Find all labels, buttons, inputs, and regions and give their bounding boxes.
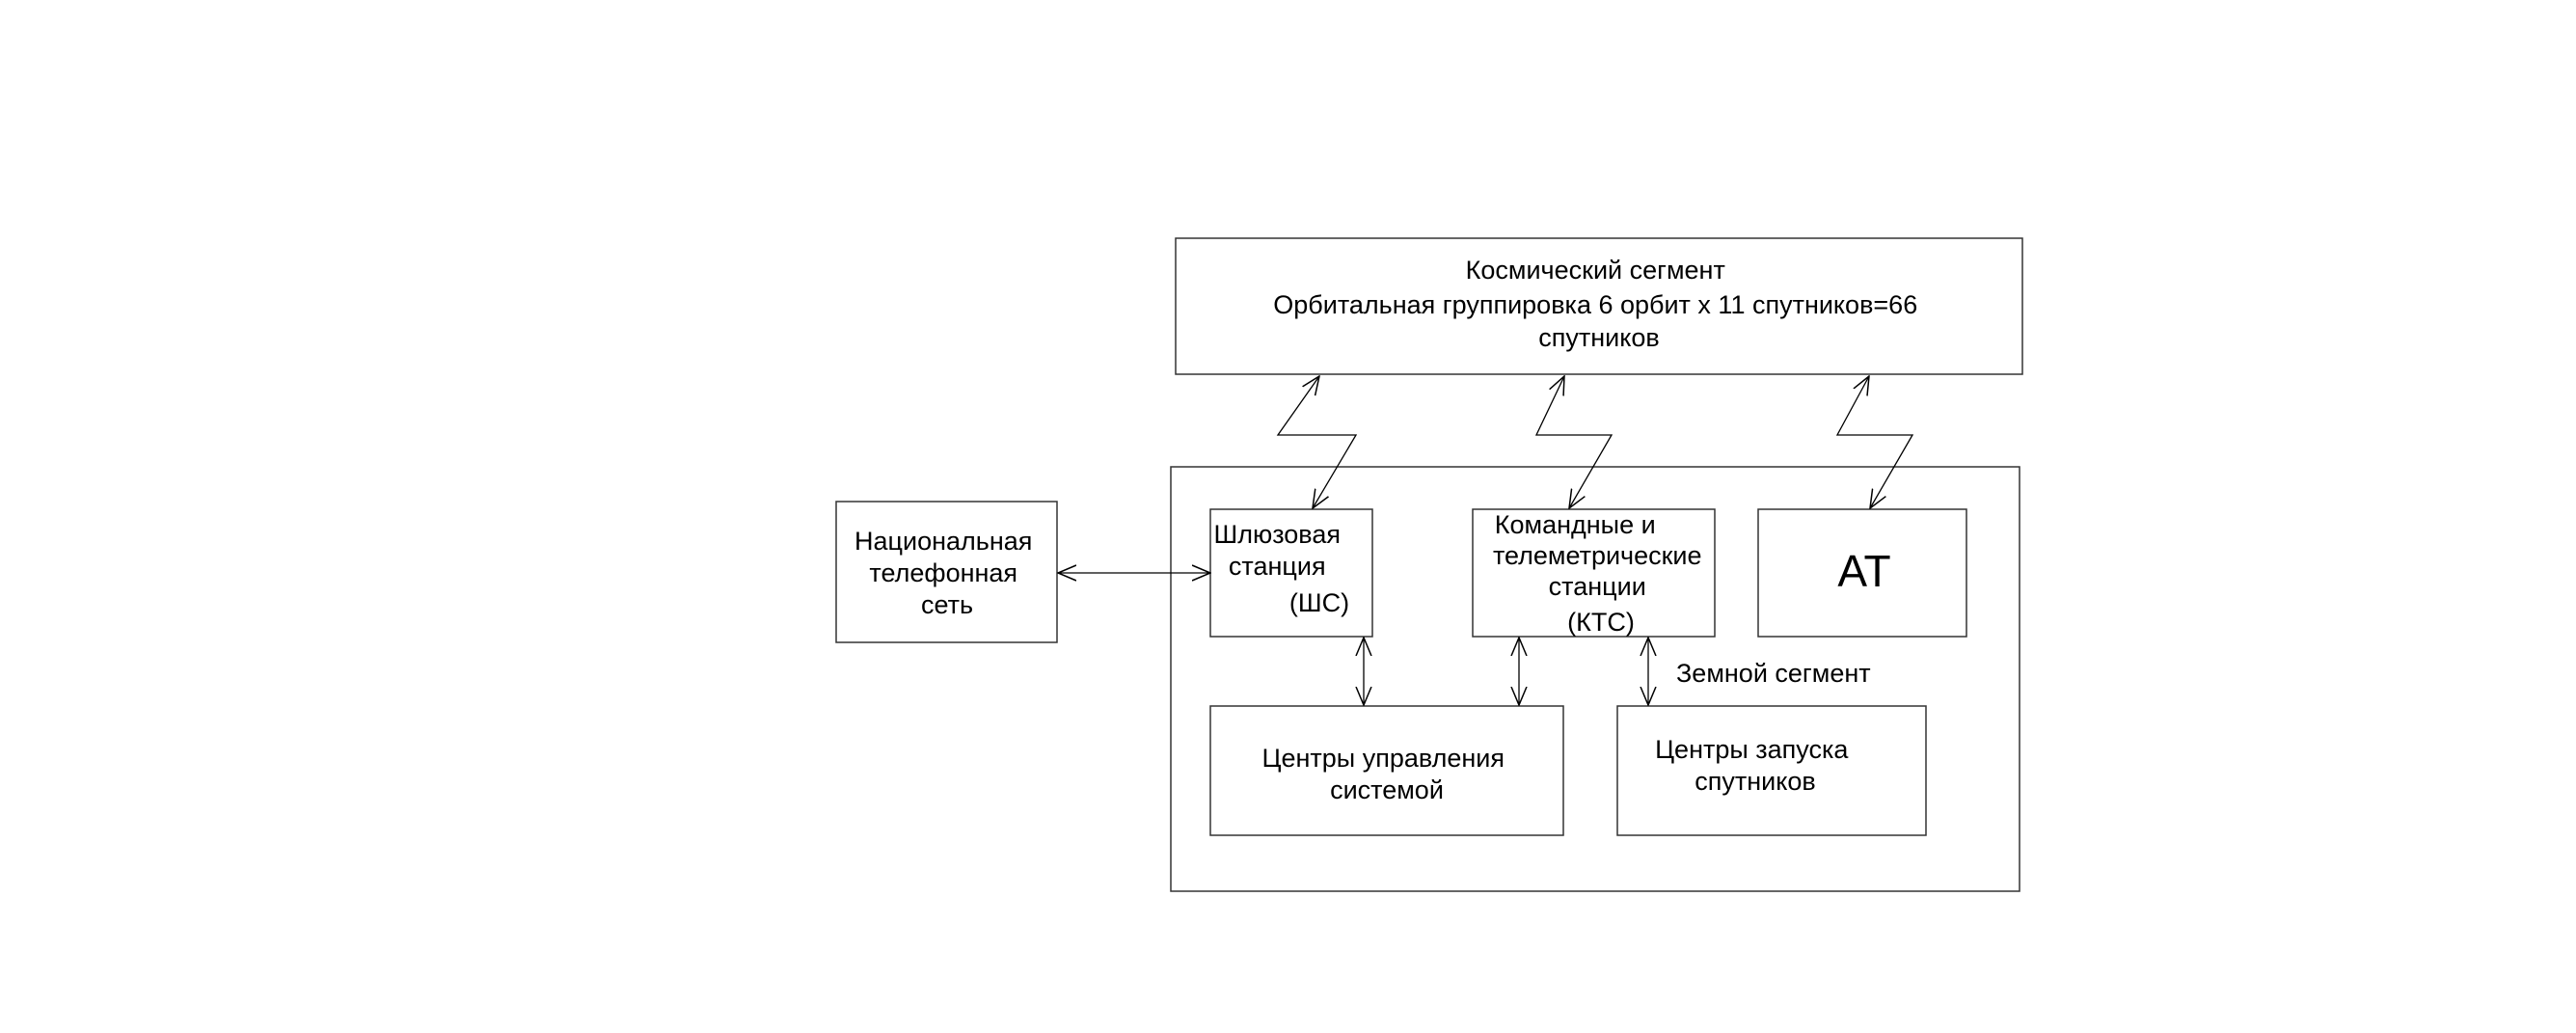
national-network-line-2: телефонная	[869, 558, 1017, 587]
at-terminal-box: АТ	[1757, 508, 1967, 638]
svg-text:Шлюзовая станция (: Шлюзовая станция (ШС)	[1213, 520, 1349, 617]
national-network-line-3: сеть	[921, 590, 973, 619]
svg-text:Национальная телефонная: Национальная телефонная сеть	[854, 527, 1040, 619]
svg-text:Центры запуска спутников: Центры запуска спутников	[1655, 735, 1856, 796]
system-control-line-1: Центры управления	[1262, 744, 1505, 773]
launch-centers-line-1: Центры запуска	[1655, 735, 1849, 764]
radio-link-gateway	[1276, 376, 1358, 508]
launch-centers-line-2: спутников	[1695, 767, 1815, 796]
space-segment-orbits: Орбитальная группировка 6 орбит х 11 спу…	[1273, 290, 1917, 319]
national-network-line-1: Национальная	[854, 527, 1032, 556]
gateway-station-box: Шлюзовая станция (ШС)	[1209, 508, 1373, 638]
space-segment-title: Космический сегмент	[1466, 256, 1725, 285]
svg-text:Командные и телеметричес: Командные и телеметрические станции (КТС…	[1493, 510, 1709, 637]
gateway-station-line-2: станция	[1229, 552, 1326, 581]
command-telemetry-line-2: телеметрические	[1493, 541, 1702, 570]
command-telemetry-line-3: станции	[1549, 572, 1646, 601]
radio-link-command-telemetry	[1534, 376, 1613, 508]
national-network-box: Национальная телефонная сеть	[835, 501, 1058, 643]
launch-centers-box: Центры запуска спутников	[1616, 705, 1927, 836]
radio-link-at	[1835, 376, 1914, 508]
system-control-line-2: системой	[1330, 775, 1444, 804]
ground-segment-frame	[1170, 466, 2020, 892]
svg-text:Центры управления систем: Центры управления системой	[1262, 744, 1512, 804]
gateway-station-line-1: Шлюзовая	[1213, 520, 1341, 549]
command-telemetry-line-4: (КТС)	[1567, 608, 1635, 637]
command-telemetry-line-1: Командные и	[1495, 510, 1656, 539]
space-segment-box: Космический сегмент Орбитальная группиро…	[1175, 237, 2023, 375]
ground-segment-label: Земной сегмент	[1676, 659, 1871, 688]
command-telemetry-box: Командные и телеметрические станции (КТС…	[1472, 508, 1716, 638]
gateway-station-line-3: (ШС)	[1289, 588, 1349, 617]
svg-text:Космический сегмент Орби: Космический сегмент Орбитальная группиро…	[1273, 256, 1924, 352]
system-control-box: Центры управления системой	[1209, 705, 1564, 836]
at-terminal-label: АТ	[1837, 546, 1890, 596]
space-segment-satellites: спутников	[1538, 323, 1659, 352]
